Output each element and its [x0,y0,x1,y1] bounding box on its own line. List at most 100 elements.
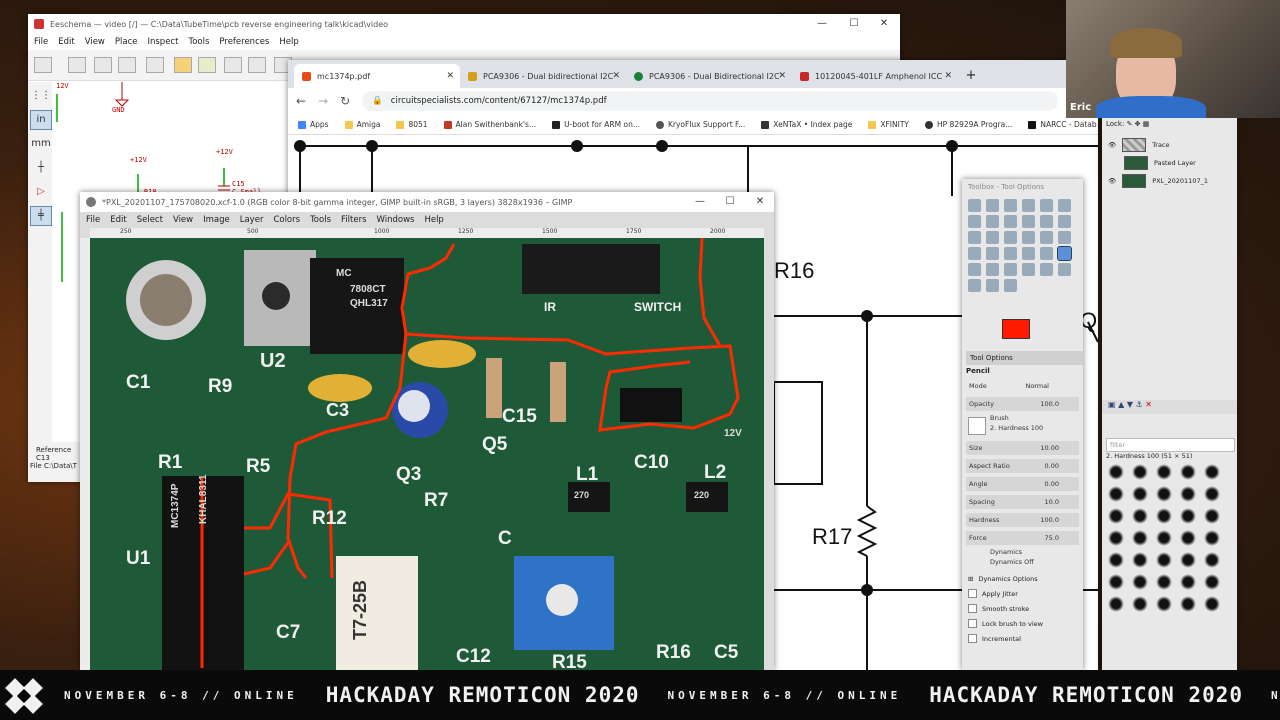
tab-mc1374p[interactable]: mc1374p.pdf ✕ [294,64,460,88]
delete-layer-icon[interactable]: ✕ [1145,400,1152,409]
color-picker-icon[interactable] [986,279,999,292]
dodge-tool-icon[interactable] [1058,263,1071,276]
menu-help[interactable]: Help [424,215,444,225]
back-icon[interactable]: ← [296,94,307,108]
tab-pca9306-a[interactable]: PCA9306 - Dual bidirectional I2C ✕ [460,64,626,88]
brush-preset[interactable] [1108,464,1124,480]
free-select-tool-icon[interactable] [1004,199,1017,212]
menu-inspect[interactable]: Inspect [147,37,179,47]
brush-preset[interactable] [1156,530,1172,546]
brush-preset[interactable] [1156,464,1172,480]
close-tab-icon[interactable]: ✕ [944,71,952,81]
brush-preset[interactable] [1204,530,1220,546]
menu-colors[interactable]: Colors [273,215,301,225]
bookmark-alan[interactable]: Alan Swithenbank's... [443,120,536,129]
open-icon[interactable] [68,57,86,73]
new-schematic-icon[interactable] [34,57,52,73]
cursor-icon[interactable]: ┼ [37,162,45,173]
plot-icon[interactable] [118,57,136,73]
brush-preset[interactable] [1180,464,1196,480]
color-select-tool-icon[interactable] [1040,199,1053,212]
units-inch-button[interactable]: in [30,110,52,130]
zoom-icon[interactable] [224,57,242,73]
tab-pca9306-b[interactable]: PCA9306 - Dual Bidirectional I2C ✕ [626,64,792,88]
measure-tool-icon[interactable] [1004,279,1017,292]
brush-preset[interactable] [1108,574,1124,590]
menu-file[interactable]: File [86,215,101,225]
brush-preset[interactable] [1156,486,1172,502]
gradient-tool-icon[interactable] [1004,247,1017,260]
brush-preview-icon[interactable] [968,417,986,435]
new-tab-button[interactable]: + [965,68,977,83]
brush-preset[interactable] [1204,574,1220,590]
maximize-icon[interactable]: ☐ [725,196,735,207]
warp-tool-icon[interactable] [968,247,981,260]
brush-preset[interactable] [1132,530,1148,546]
brush-preset[interactable] [1132,464,1148,480]
dynamics-value[interactable]: Dynamics Off [990,558,1034,566]
brush-preset[interactable] [1156,574,1172,590]
close-tab-icon[interactable]: ✕ [446,71,454,81]
rect-select-tool-icon[interactable] [968,199,981,212]
lock-position-icon[interactable]: ✥ [1134,120,1141,128]
brush-row[interactable]: Brush 2. Hardness 100 [966,414,1079,437]
brush-preset[interactable] [1156,596,1172,612]
bookmark-xfinity[interactable]: XFINITY [868,120,909,129]
smooth-stroke-checkbox[interactable]: Smooth stroke [968,604,1083,613]
brush-preset[interactable] [1108,596,1124,612]
close-icon[interactable]: ✕ [879,18,889,29]
bookmark-hp[interactable]: HP 82929A Progra... [925,120,1012,129]
text-tool-icon[interactable] [1022,215,1035,228]
zoom-tool-icon[interactable] [1004,215,1017,228]
menu-help[interactable]: Help [279,37,299,47]
grid-icon[interactable]: ⋮⋮ [31,90,51,101]
menu-place[interactable]: Place [114,37,138,47]
refresh-icon[interactable] [248,57,266,73]
menu-view[interactable]: View [172,215,194,225]
undo-icon[interactable] [174,57,192,73]
bookmark-xentax[interactable]: XeNTaX • Index page [761,120,852,129]
incremental-checkbox[interactable]: Incremental [968,634,1083,643]
unified-transform-icon[interactable] [986,215,999,228]
bookmark-uboot[interactable]: U-boot for ARM on... [552,120,640,129]
brush-preset[interactable] [1180,508,1196,524]
foreground-color-swatch[interactable] [1002,319,1030,339]
minimize-icon[interactable]: — [695,196,705,207]
ink-tool-icon[interactable] [986,263,999,276]
scissors-tool-icon[interactable] [1058,199,1071,212]
lock-alpha-icon[interactable]: ▦ [1142,120,1150,128]
menu-tools[interactable]: Tools [188,37,210,47]
menu-edit[interactable]: Edit [110,215,127,225]
eye-icon[interactable]: 👁 [1108,177,1117,185]
reload-icon[interactable]: ↻ [340,94,351,108]
eraser-tool-icon[interactable] [1040,247,1053,260]
brush-preset[interactable] [1180,486,1196,502]
fuzzy-select-tool-icon[interactable] [1022,199,1035,212]
brush-preset[interactable] [1204,596,1220,612]
horizontal-ruler[interactable]: 250 500 1000 1250 1500 1750 2000 [90,228,764,238]
menu-image[interactable]: Image [203,215,230,225]
paths-tool-icon[interactable] [968,279,981,292]
brush-preset[interactable] [1132,596,1148,612]
brush-preset[interactable] [1132,486,1148,502]
brush-preset[interactable] [1108,508,1124,524]
vertical-ruler[interactable] [80,238,90,670]
dynamics-row[interactable]: Dynamics Dynamics Off [966,548,1079,569]
brush-preset[interactable] [1156,508,1172,524]
align-tool-icon[interactable] [1058,215,1071,228]
address-bar[interactable]: 🔒 circuitspecialists.com/content/67127/m… [362,91,1058,111]
menu-edit[interactable]: Edit [58,37,75,47]
layer-item[interactable]: 👁Trace [1102,136,1237,154]
dynamics-options-expander[interactable]: ⊞Dynamics Options [968,575,1038,583]
bookmark-kryoflux[interactable]: KryoFlux Support F... [655,120,745,129]
shear-tool-icon[interactable] [1004,231,1017,244]
redo-icon[interactable] [198,57,216,73]
close-tab-icon[interactable]: ✕ [612,71,620,81]
close-tab-icon[interactable]: ✕ [778,71,786,81]
cage-tool-icon[interactable] [1058,231,1071,244]
